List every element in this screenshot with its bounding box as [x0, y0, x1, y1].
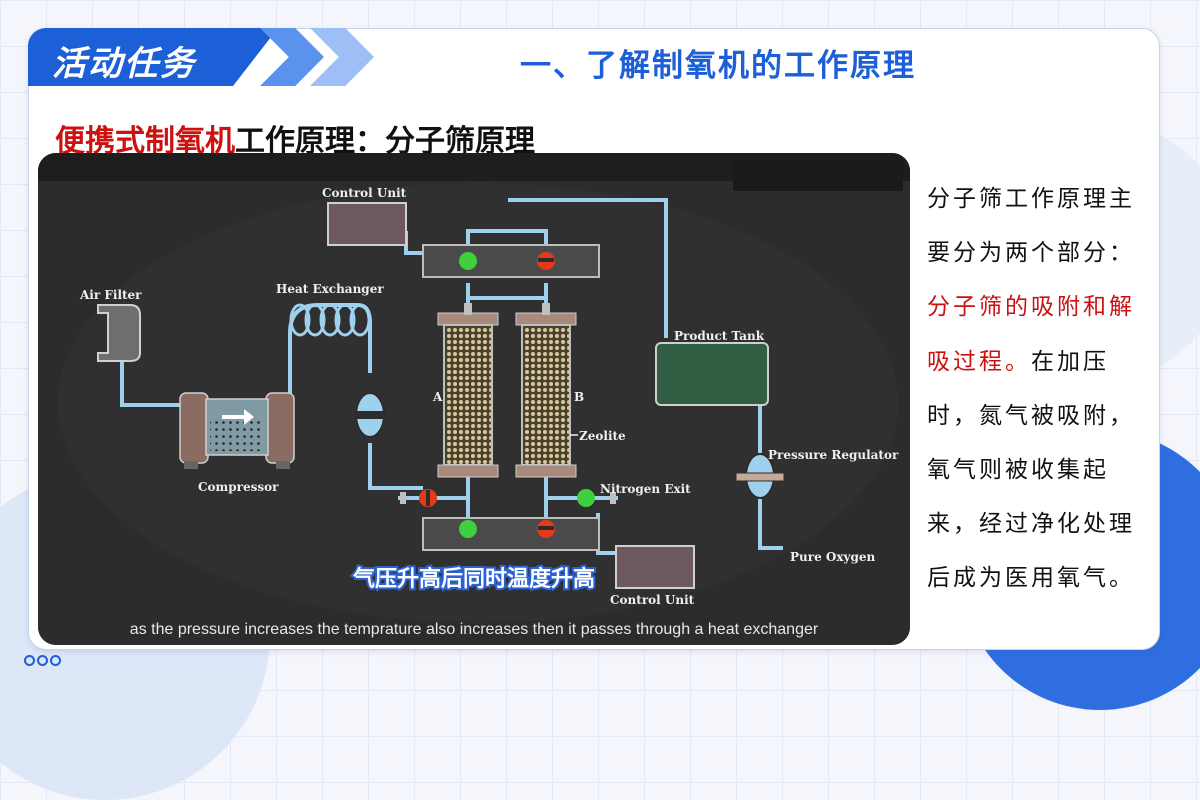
label-product-tank: Product Tank: [674, 329, 765, 343]
label-pure-oxygen: Pure Oxygen: [790, 550, 875, 564]
label-pressure-regulator: Pressure Regulator: [768, 448, 899, 462]
video-player[interactable]: Control Unit Air Filter Heat Exchanger C…: [38, 153, 910, 645]
dot-icon: [50, 655, 61, 666]
label-control-unit-top: Control Unit: [322, 186, 407, 200]
sieve-column-b: [515, 312, 577, 478]
inline-valve-icon: [354, 392, 386, 438]
sieve-column-a: [437, 312, 499, 478]
chevron-icon: [260, 28, 324, 86]
product-tank-icon: [655, 342, 769, 406]
label-compressor: Compressor: [198, 480, 279, 494]
page-title: 一、了解制氧机的工作原理: [520, 48, 916, 84]
oxygen-concentrator-diagram: Control Unit Air Filter Heat Exchanger C…: [38, 153, 910, 645]
banner-background: [28, 28, 278, 86]
explanation-part1: 分子筛工作原理主要分为两个部分：: [927, 186, 1135, 267]
caption-english: as the pressure increases the temprature…: [130, 621, 819, 638]
valve-open-icon: [459, 252, 477, 270]
dot-icon: [24, 655, 35, 666]
pagination-dots: [24, 651, 63, 670]
air-filter-icon: [97, 304, 141, 362]
label-control-unit-bottom: Control Unit: [610, 593, 695, 607]
explanation-text: 分子筛工作原理主要分为两个部分： 分子筛的吸附和解吸过程。在加压时，氮气被吸附，氧…: [927, 172, 1142, 606]
dot-icon: [37, 655, 48, 666]
banner-label: 活动任务: [52, 44, 196, 84]
explanation-highlight: 分子筛的吸附和解吸过程。: [927, 294, 1135, 375]
valve-open-icon: [459, 520, 477, 538]
explanation-part2: 在加压时，氮气被吸附，氧气则被收集起来，经过净化处理后成为医用氧气。: [927, 348, 1135, 592]
section-banner: 活动任务: [28, 28, 378, 88]
label-air-filter: Air Filter: [79, 288, 142, 302]
valve-open-icon: [577, 489, 595, 507]
label-column-b: B: [574, 390, 584, 404]
label-heat-exchanger: Heat Exchanger: [276, 282, 384, 296]
caption-chinese: 气压升高后同时温度升高: [352, 566, 595, 592]
compressor-icon: [179, 392, 295, 469]
label-column-a: A: [432, 390, 443, 404]
label-nitrogen-exit: Nitrogen Exit: [600, 482, 691, 496]
pressure-regulator-icon: [735, 453, 785, 499]
label-zeolite: Zeolite: [579, 429, 626, 443]
